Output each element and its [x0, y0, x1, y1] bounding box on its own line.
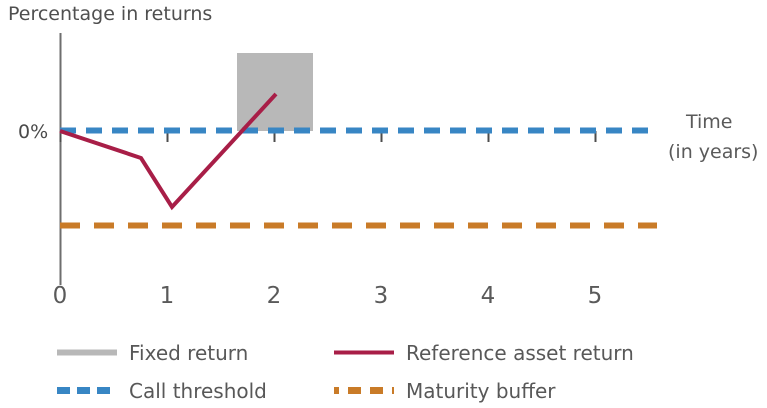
x-tick-label-1: 1 [160, 283, 175, 309]
legend-label-call-threshold: Call threshold [129, 379, 267, 403]
x-axis-title: Time [685, 111, 733, 133]
x-tick-label-4: 4 [481, 283, 496, 309]
legend-label-fixed-return: Fixed return [129, 341, 248, 365]
legend-item-maturity-buffer[interactable]: Maturity buffer [334, 379, 556, 403]
x-tick-label-3: 3 [374, 283, 389, 309]
legend-item-reference-asset-return[interactable]: Reference asset return [334, 341, 634, 365]
legend-item-fixed-return[interactable]: Fixed return [57, 341, 248, 365]
x-tick-label-0: 0 [53, 283, 68, 309]
legend-label-maturity-buffer: Maturity buffer [406, 379, 556, 403]
y-axis-title: Percentage in returns [8, 3, 212, 25]
legend-item-call-threshold[interactable]: Call threshold [57, 379, 267, 403]
x-axis-subtitle: (in years) [668, 141, 758, 163]
x-tick-label-2: 2 [267, 283, 282, 309]
legend: Fixed return Reference asset return Call… [57, 341, 634, 403]
x-tick-label-5: 5 [588, 283, 603, 309]
legend-label-reference-asset-return: Reference asset return [406, 341, 634, 365]
reference-asset-return-line [59, 92, 278, 211]
fixed-return-box [237, 53, 313, 131]
y-tick-label-0: 0% [18, 121, 48, 143]
